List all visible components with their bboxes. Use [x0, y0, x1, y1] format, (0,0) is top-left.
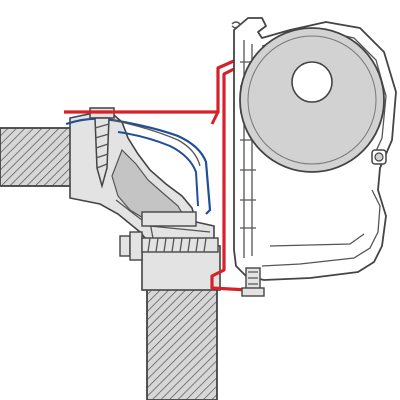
adapter-bracket-red — [64, 58, 249, 292]
channel-profile-blue — [65, 117, 212, 215]
cassette-bolt-icon — [241, 267, 265, 297]
roof-profile-bracket — [69, 109, 215, 245]
wall-section-bottom — [141, 245, 221, 400]
bolt-icon — [119, 231, 219, 261]
roller-tube — [239, 27, 385, 173]
